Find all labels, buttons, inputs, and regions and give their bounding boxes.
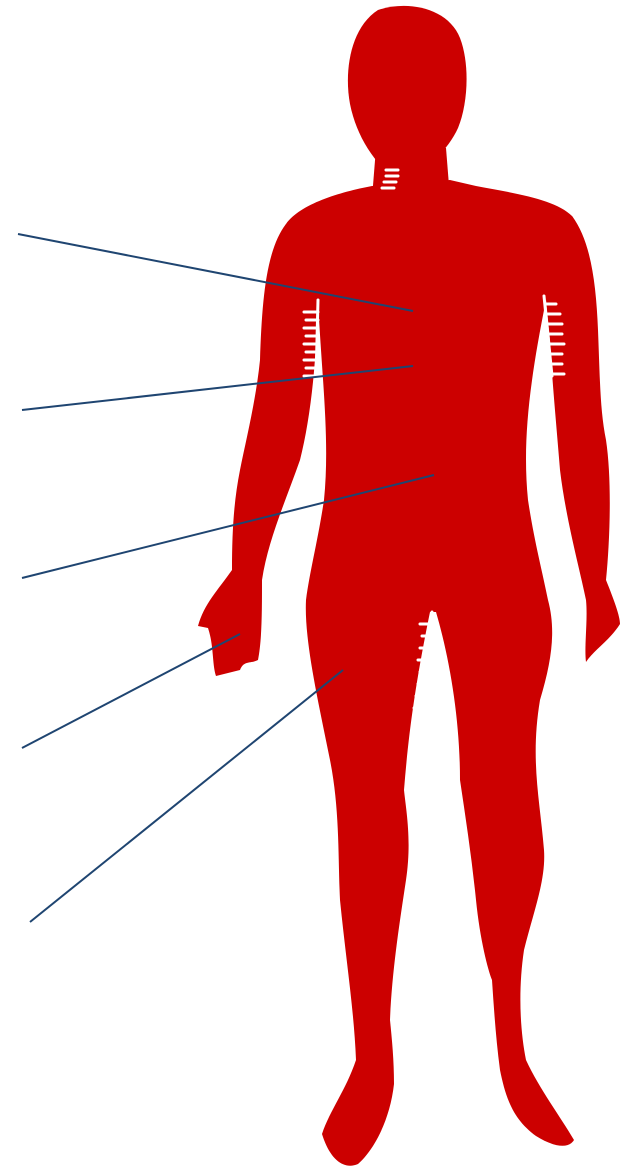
body-silhouette: [198, 6, 620, 1166]
leader-line-hand: [22, 634, 240, 748]
legs: [306, 600, 574, 1166]
leader-line-thigh: [30, 670, 343, 922]
right-arm: [546, 216, 620, 662]
left-arm: [198, 224, 318, 676]
torso: [274, 180, 592, 600]
